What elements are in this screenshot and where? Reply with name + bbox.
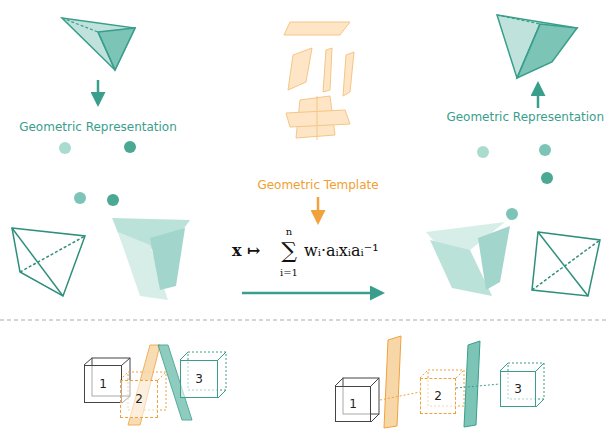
- tetrahedron: [62, 18, 135, 70]
- section-label: Geometric Representation: [19, 120, 177, 134]
- callout-number: 3: [195, 372, 203, 386]
- formula-part: ∑: [281, 238, 297, 263]
- callout-number: 1: [99, 377, 107, 391]
- points: [59, 141, 136, 206]
- arrow: [537, 84, 540, 108]
- formula-part: i=1: [280, 267, 298, 278]
- cube-backs: [335, 363, 544, 422]
- arrow: [97, 80, 100, 104]
- tetrahedron: [497, 15, 577, 78]
- separator: [0, 320, 607, 321]
- formula-part: wᵢ·aᵢxᵢaᵢ⁻¹: [304, 241, 379, 260]
- formula-part: x ↦: [232, 241, 261, 260]
- callout-number: 2: [135, 392, 143, 406]
- template-planes: [284, 22, 354, 140]
- cube-face: 2: [120, 380, 158, 418]
- cube-face: 3: [180, 360, 218, 398]
- arrow: [317, 197, 320, 222]
- planes-fan: [112, 218, 190, 300]
- section-label: Geometric Template: [257, 178, 378, 192]
- arrow: [242, 292, 382, 295]
- points: [477, 144, 553, 220]
- mirror-plane: [464, 341, 480, 427]
- formula-part: n: [286, 226, 292, 237]
- mirror-plane: [384, 336, 401, 428]
- tetrahedron-outline: [532, 232, 600, 296]
- cube-face: 1: [335, 386, 371, 422]
- section-label: Geometric Representation: [446, 110, 604, 124]
- guide: [456, 384, 500, 388]
- guide: [380, 392, 420, 400]
- callout-number: 1: [349, 397, 357, 411]
- cube-face: 1: [84, 365, 122, 403]
- cube-face: 2: [420, 378, 456, 414]
- tetrahedron-outline: [12, 228, 85, 296]
- planes-fan: [426, 222, 510, 296]
- callout-number: 3: [514, 382, 522, 396]
- callout-number: 2: [434, 389, 442, 403]
- cube-face: 3: [500, 371, 536, 407]
